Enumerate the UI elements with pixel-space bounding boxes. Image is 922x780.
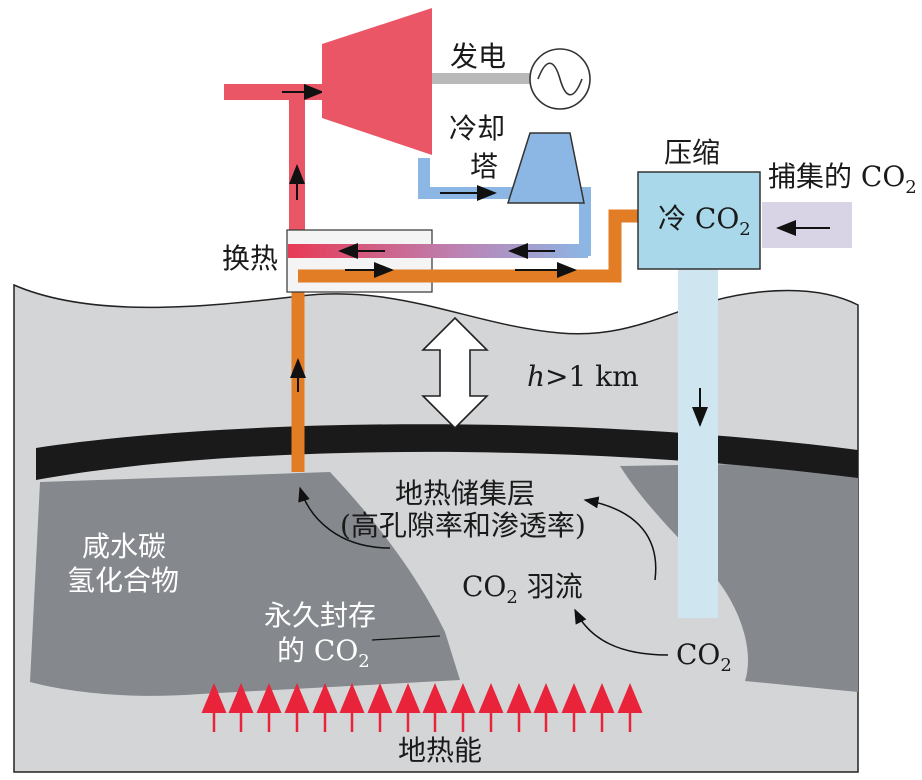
label-geothermal-energy: 地热能 [398,734,482,767]
label-reservoir-1: 地热储集层 [395,477,535,510]
flow-curve-production [298,486,391,549]
label-reservoir-2: (高孔隙率和渗透率) [340,509,586,542]
caprock-layer [36,424,858,480]
heat-flux-arrows [201,683,643,732]
flow-curve-reservoir [583,496,657,581]
generator-shaft [432,73,532,84]
heat-exchanger-box [286,229,433,293]
flow-curve-plume [574,608,669,656]
label-compress: 压缩 [664,136,720,169]
label-captured-co2: 捕集的 CO2 [768,160,917,198]
label-cooling-1: 冷却 [449,112,505,145]
label-cold-co2: 冷 CO2 [658,202,751,240]
label-brine-2: 氢化合物 [67,564,179,597]
turbine-icon [322,8,432,155]
label-permanent-1: 永久封存 [264,599,376,632]
double-arrow-icon [421,316,489,430]
captured-co2-inlet [762,202,852,248]
hot-red-pipe [224,84,305,258]
label-brine-1: 咸水碳 [82,530,166,563]
compressor-box [637,171,761,270]
label-generate: 发电 [450,40,506,73]
label-heat-exchange: 换热 [222,242,278,275]
label-depth: h>1 km [527,360,639,393]
cooling-tower-icon [506,132,585,204]
injection-column [678,268,718,618]
leader-line [371,635,441,641]
brine-region [30,472,460,696]
label-plume: CO2 羽流 [462,570,583,608]
label-permanent-2: 的 CO2 [277,634,370,672]
label-cooling-2: 塔 [470,150,498,183]
label-injected-co2: CO2 [676,638,732,676]
